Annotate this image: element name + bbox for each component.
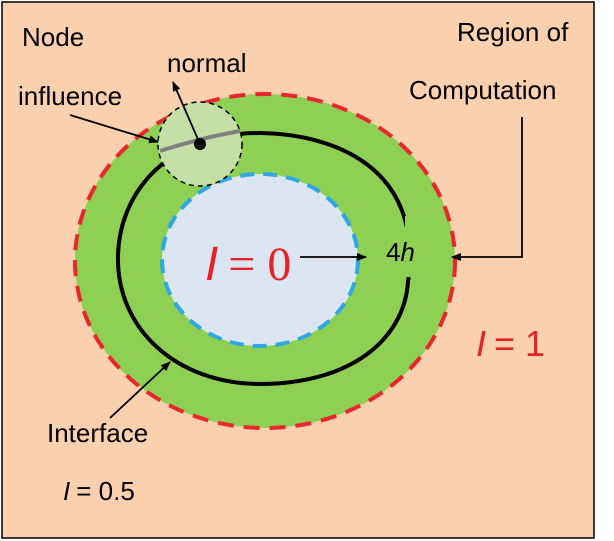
interface-value-label: I= 0.5 [63, 476, 135, 506]
node-influence-label-line2: influence [18, 81, 122, 111]
outer-region-label-var: I [476, 323, 486, 364]
normal-arrow [172, 81, 201, 145]
node-influence-label-line1: Node [22, 22, 84, 52]
interface-label: Interface [47, 418, 148, 448]
thickness-number: 4 [386, 237, 400, 267]
interface-value-var: I [63, 476, 70, 506]
thickness-label: 4h [386, 237, 415, 267]
outer-region-label: I= 1 [476, 323, 545, 364]
inner-region [162, 174, 358, 346]
outer-dashed-boundary [73, 92, 457, 430]
thickness-var: h [400, 237, 414, 267]
outer-region-label-value: = 1 [494, 323, 545, 364]
node-influence-arrow [69, 114, 159, 144]
region-label-line1: Region of [457, 17, 569, 47]
inner-region-label: I= 0 [205, 238, 291, 291]
interface-value-number: = 0.5 [76, 476, 135, 506]
interface-arrow [109, 361, 171, 419]
region-label-line2: Computation [409, 75, 556, 105]
inner-region-label-value: = 0 [228, 238, 291, 291]
interface-curve [115, 130, 412, 387]
inner-region-label-var: I [205, 238, 218, 291]
normal-label: normal [167, 48, 246, 78]
region-arrow [451, 117, 523, 261]
